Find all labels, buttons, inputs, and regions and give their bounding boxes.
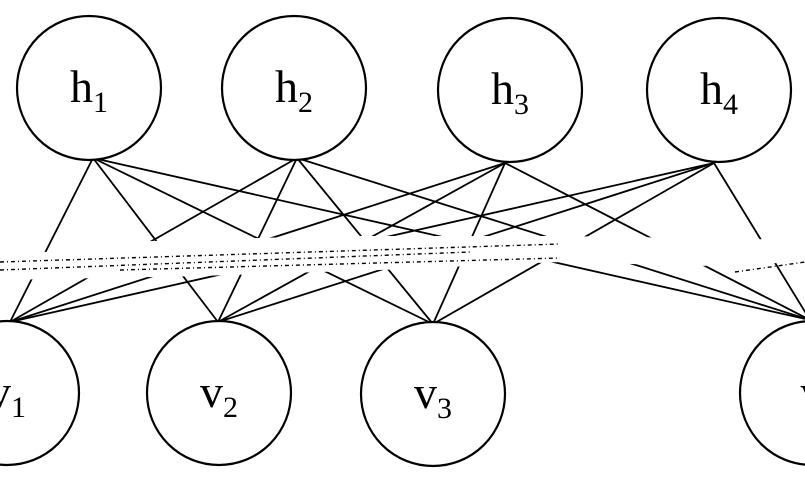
node-subscript: 1 [93,86,108,119]
node-subscript: 2 [298,86,313,119]
edge-h2-v1 [9,157,298,323]
node-letter: v [414,367,437,418]
node-letter: v [200,366,223,417]
node-circle [359,320,507,468]
node-letter: v [0,366,11,417]
hidden-node-h1: h1 [15,14,163,162]
node-subscript: 3 [437,392,452,425]
visible-node-v1: v1 [0,319,81,467]
node-letter: h [700,63,723,114]
node-label: v2 [200,366,238,424]
visible-node-v3: v3 [359,320,507,468]
node-letter: h [491,63,514,114]
node-subscript: 4 [723,88,738,121]
node-letter: h [275,61,298,112]
node-letter: h [70,61,93,112]
node-circle [738,320,805,466]
node-label: v [801,366,805,417]
node-label: h1 [70,61,108,119]
node-label: h3 [491,63,529,121]
node-label: v3 [414,367,452,425]
node-circle [220,14,368,162]
edge-h1-v1 [9,157,94,323]
hidden-node-h3: h3 [436,16,584,164]
artifact-band [0,236,805,280]
artifact-dash-3 [119,257,561,271]
node-subscript: 2 [223,391,238,424]
node-letter: v [801,366,805,417]
node-label: v1 [0,366,26,424]
visible-node-v4: v [738,320,805,466]
node-label: h2 [275,61,313,119]
node-label: h4 [700,63,738,121]
node-subscript: 3 [514,88,529,121]
artifact-dash-4 [734,261,805,273]
edge-h1-v2 [92,157,219,323]
hidden-node-h4: h4 [645,16,793,164]
node-layer: h1h2h3h4v1v2v3v [0,14,805,468]
hidden-node-h2: h2 [220,14,368,162]
node-subscript: 1 [11,391,26,424]
node-circle [436,16,584,164]
node-circle [645,16,793,164]
artifact-dash-2 [0,251,471,271]
render-artifact-band [0,236,805,280]
node-circle [15,14,163,162]
node-circle [0,319,81,467]
visible-node-v2: v2 [145,319,293,467]
node-circle [145,319,293,467]
